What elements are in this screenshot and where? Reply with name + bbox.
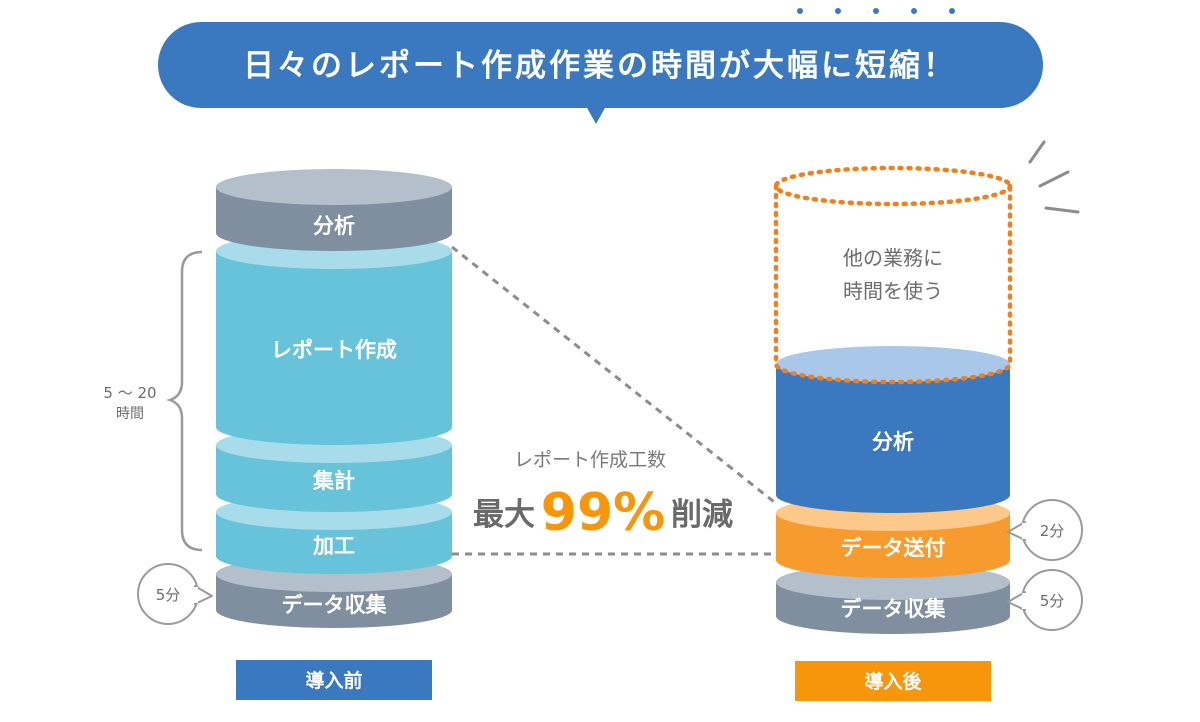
curly-bracket: [166, 250, 203, 552]
after-send-label: データ送付: [841, 536, 946, 560]
connector-report-to-send: [451, 245, 779, 507]
before-collect-time-bubble: 5分: [137, 563, 213, 625]
after-send-time: 2分: [1040, 522, 1065, 540]
before-report-label: レポート作成: [271, 338, 397, 362]
before-aggregate-label: 集計: [312, 469, 355, 493]
after-caption-box: [795, 661, 991, 701]
before-analysis-label: 分析: [313, 214, 355, 238]
after-caption: 導入後: [795, 661, 991, 701]
before-caption: 導入前: [236, 660, 432, 700]
banner-pointer: [586, 106, 606, 124]
after-collect-label: データ収集: [841, 597, 947, 621]
before-caption-box: [236, 660, 432, 700]
bracket-label-range: 5 〜 20: [103, 384, 156, 402]
after-collect-time-bubble: 5分: [1007, 569, 1083, 631]
title-banner: 日々のレポート作成作業の時間が大幅に短縮！: [158, 8, 1043, 124]
free-space-line1: 他の業務に: [843, 246, 943, 270]
emphasis-dots: [797, 8, 955, 14]
free-space-line2: 時間を使う: [843, 279, 943, 303]
after-collect-time: 5分: [1040, 592, 1065, 610]
before-process-label: 加工: [312, 534, 355, 558]
banner-bubble: [158, 22, 1043, 108]
reduction-value: 99%: [541, 483, 665, 543]
after-send-time-bubble: 2分: [1007, 499, 1083, 561]
after-free-space: [773, 165, 1013, 385]
reduction-callout: レポート作成工数 最大 99% 削減: [473, 449, 733, 543]
reduction-prefix: 最大: [473, 497, 535, 533]
reduction-label: レポート作成工数: [514, 449, 666, 471]
connector-lines: [451, 245, 779, 556]
before-time-bracket: 5 〜 20 時間: [103, 250, 203, 552]
banner-title: 日々のレポート作成作業の時間が大幅に短縮！: [243, 48, 957, 84]
after-analysis-label: 分析: [872, 430, 914, 454]
before-layer-analysis: [216, 169, 452, 251]
before-collect-label: データ収集: [282, 593, 388, 617]
after-caption-text: 導入後: [864, 670, 922, 693]
before-stack: 分析 レポート作成 集計 加工 データ収集: [216, 169, 452, 628]
after-layer-analysis: [776, 346, 1010, 513]
before-collect-time: 5分: [156, 586, 181, 604]
before-caption-text: 導入前: [305, 669, 362, 692]
after-stack: 他の業務に 時間を使う 分析 データ送付 データ収集: [773, 140, 1080, 634]
reduction-suffix: 削減: [671, 497, 733, 533]
bracket-label-unit: 時間: [116, 406, 144, 422]
burst-lines: [1028, 140, 1080, 214]
